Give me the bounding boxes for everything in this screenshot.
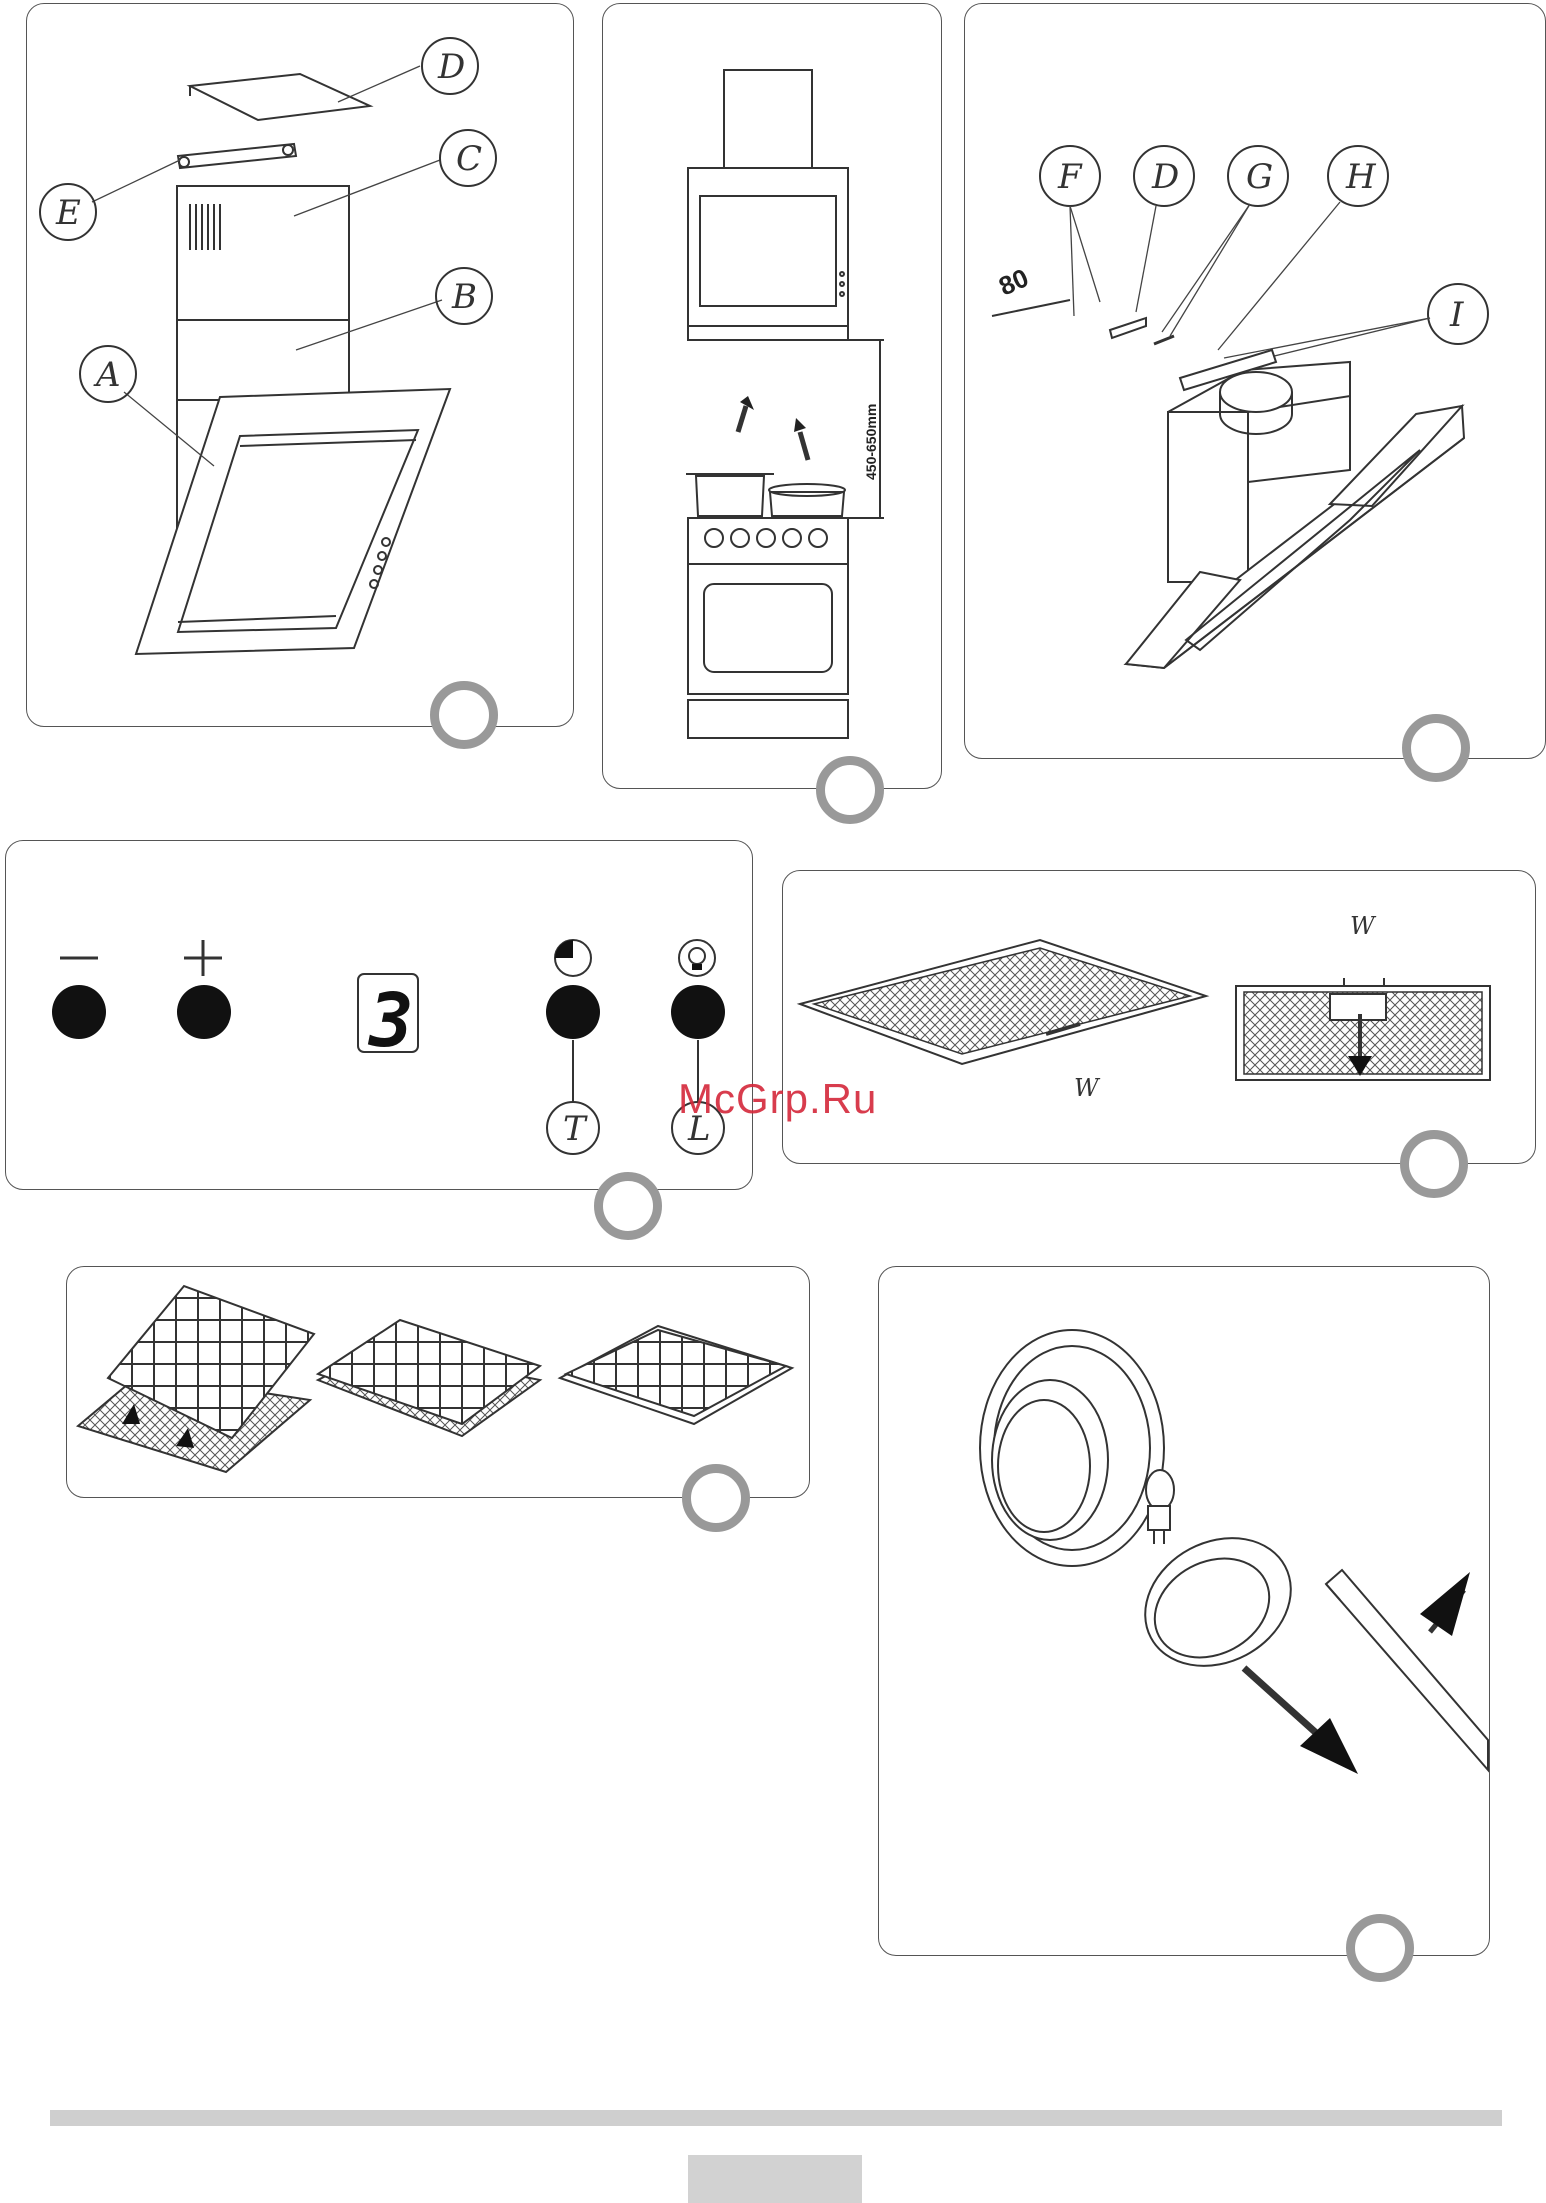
page-number-box	[688, 2155, 862, 2203]
figure-number-circle	[1346, 1914, 1414, 1982]
footer-bar	[50, 2110, 1502, 2126]
